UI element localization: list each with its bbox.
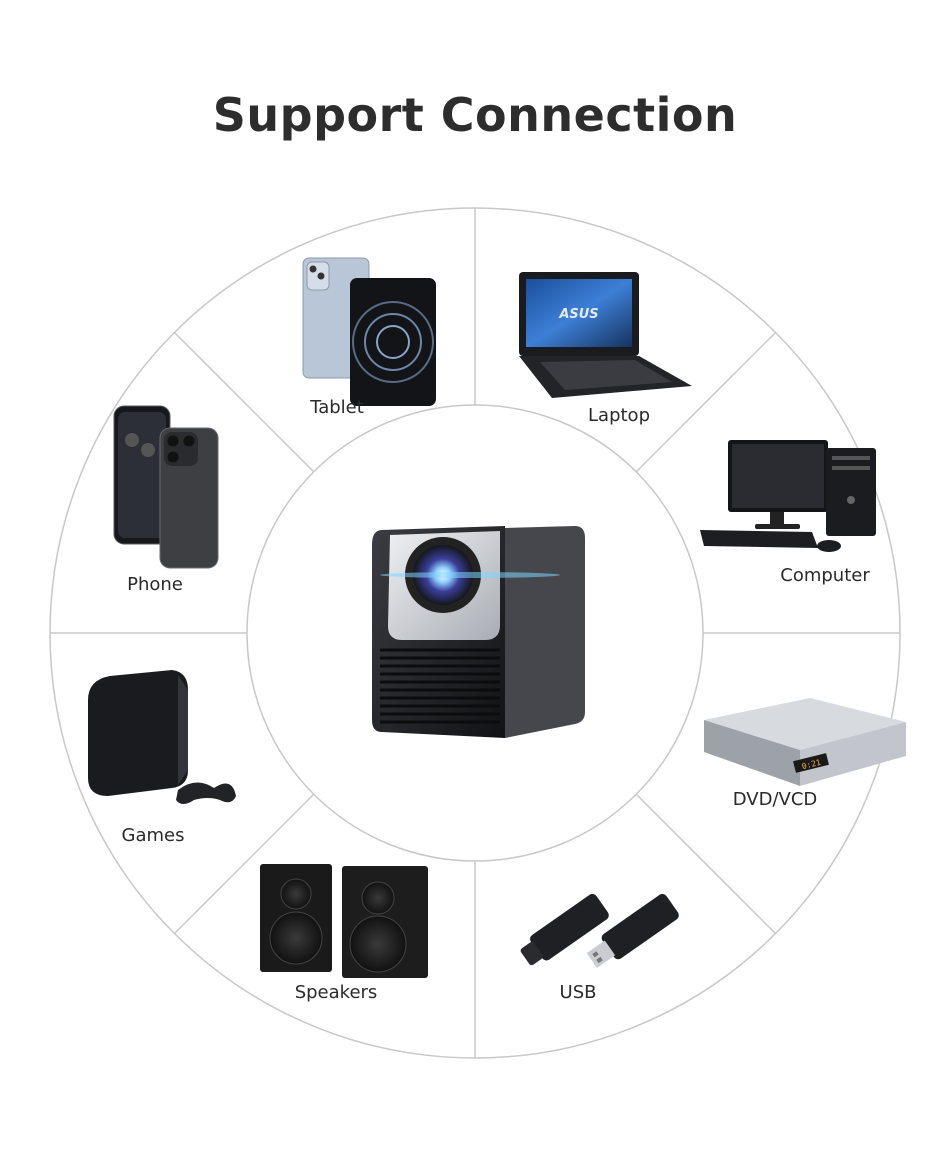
device-label-dvd: DVD/VCD [732,789,818,810]
sector-dividers [50,208,900,1058]
svg-text:ASUS: ASUS [558,307,598,322]
device-label-speakers: Speakers [294,982,378,1003]
device-label-phone: Phone [127,574,183,595]
device-label-laptop: Laptop [588,405,650,426]
projector-icon [372,526,585,738]
page-title: Support Connection [212,88,738,142]
laptop-icon: ASUS [519,272,692,398]
usb-drive-icon [520,893,679,968]
speakers-icon [260,864,428,978]
tablet-icon [302,257,436,406]
game-console-icon [88,670,236,804]
desktop-computer-icon [700,440,876,552]
dvd-player-icon: 0:21 [704,698,906,786]
device-label-computer: Computer [780,565,870,586]
device-label-usb: USB [559,982,597,1003]
phone-icon [113,405,219,569]
device-label-games: Games [121,825,185,846]
device-label-tablet: Tablet [310,397,364,418]
